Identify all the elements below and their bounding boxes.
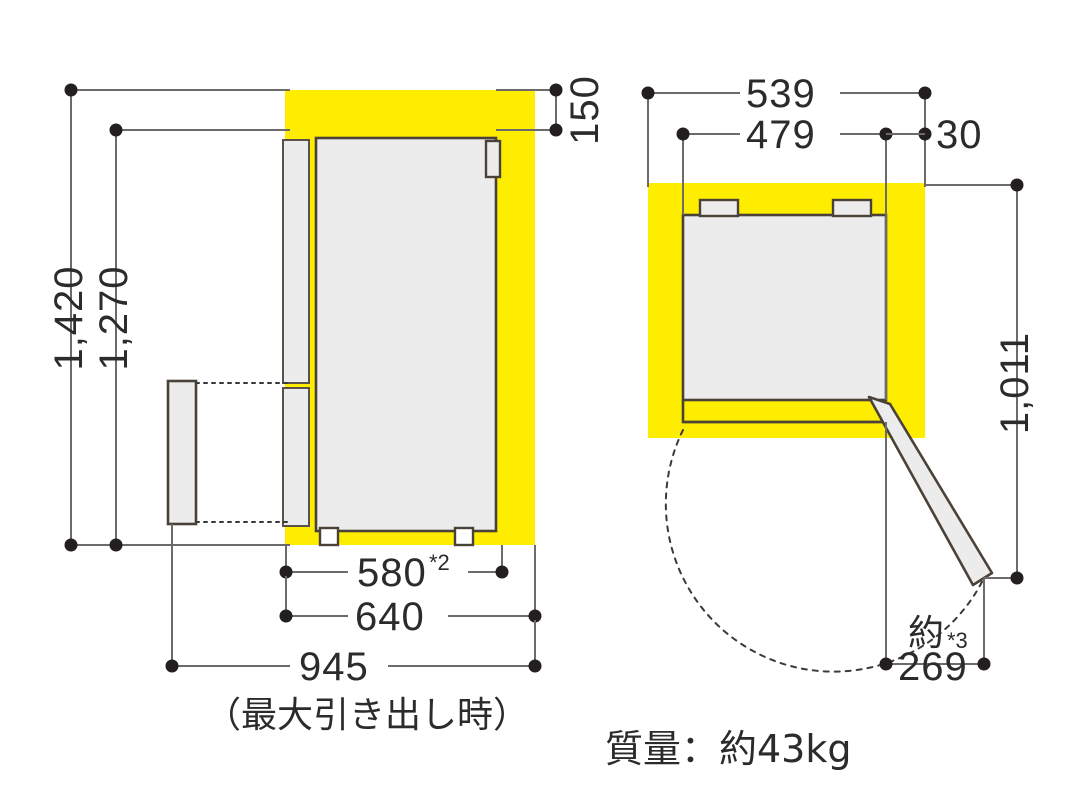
dimdot-640-left <box>279 609 293 623</box>
dimdot-1011-bottom <box>1010 571 1024 585</box>
dimdot-1011-top <box>1010 178 1024 192</box>
dimdot-580-right <box>495 565 509 579</box>
front-view-upper-side-panel-outline <box>282 139 310 384</box>
dimlabel-overall-width: 640 <box>355 595 425 639</box>
dimlabel-depth-with-door: 1,011 <box>993 332 1037 434</box>
dimlabel-total-height: 1,420 <box>47 265 91 370</box>
dimlabel-body-height: 1,270 <box>92 265 136 370</box>
weight-note: 質量：約43kg <box>605 727 851 771</box>
top-view-rear-tab-right <box>831 198 873 218</box>
dimdot-1270-top <box>109 123 123 137</box>
top-view-door-swing-arc <box>664 429 985 673</box>
dimlabel-outer-width: 539 <box>746 72 816 116</box>
front-view-cabinet-body <box>316 138 496 531</box>
dimdot-640-right <box>528 609 542 623</box>
dimdot-580-left <box>279 565 293 579</box>
dimlabel-top-clearance: 150 <box>563 75 607 145</box>
dimlabel-door-projection: 269 <box>898 645 968 689</box>
dimdot-1420-bottom <box>64 538 78 552</box>
dimdot-269-left <box>879 657 893 671</box>
dimdot-539-right <box>918 86 932 100</box>
front-view-door-handle <box>484 139 502 179</box>
front-view-upper-side-panel <box>283 140 309 383</box>
dimdot-479-left <box>676 127 690 141</box>
front-view-group: 1,420 1,270 150 580 *2 640 <box>47 75 607 736</box>
dimlabel-max-pullout-width: 945 <box>299 645 369 689</box>
front-view-drawer-pulled <box>168 381 196 524</box>
front-view-caption: （最大引き出し時） <box>205 695 529 736</box>
dimlabel-side-clearance: 30 <box>936 113 983 157</box>
dimdot-945-left <box>165 659 179 673</box>
top-view-open-door-leaf <box>867 395 994 587</box>
top-view-group: 539 479 30 1,011 約 *3 269 <box>641 72 1037 689</box>
front-view-foot-left <box>318 526 340 547</box>
dimdot-1420-top <box>64 83 78 97</box>
dimdot-539-left <box>641 86 655 100</box>
dimdot-150-top <box>549 83 563 97</box>
top-view-cabinet-body <box>683 215 886 400</box>
front-view-foot-right <box>453 526 475 547</box>
top-view-rear-tab-left <box>698 198 740 218</box>
front-view-cabinet-outline <box>314 136 498 533</box>
dimdot-150-bottom <box>549 123 563 137</box>
dimlabel-top-body-width: 479 <box>746 113 816 157</box>
dimdot-269-right <box>977 657 991 671</box>
front-view-drawer-outline <box>166 379 198 526</box>
dimlabel-body-width-note: *2 <box>429 550 450 575</box>
dimlabel-door-projection-prefix: 約 <box>908 613 944 654</box>
front-view-lower-side-panel-outline <box>282 387 310 527</box>
dimlabel-body-width: 580 <box>357 551 427 595</box>
dimdot-1270-bottom <box>109 538 123 552</box>
dimlabel-door-projection-note: *3 <box>947 628 968 653</box>
front-view-lower-side-panel <box>283 388 309 526</box>
dimdot-945-right <box>528 659 542 673</box>
